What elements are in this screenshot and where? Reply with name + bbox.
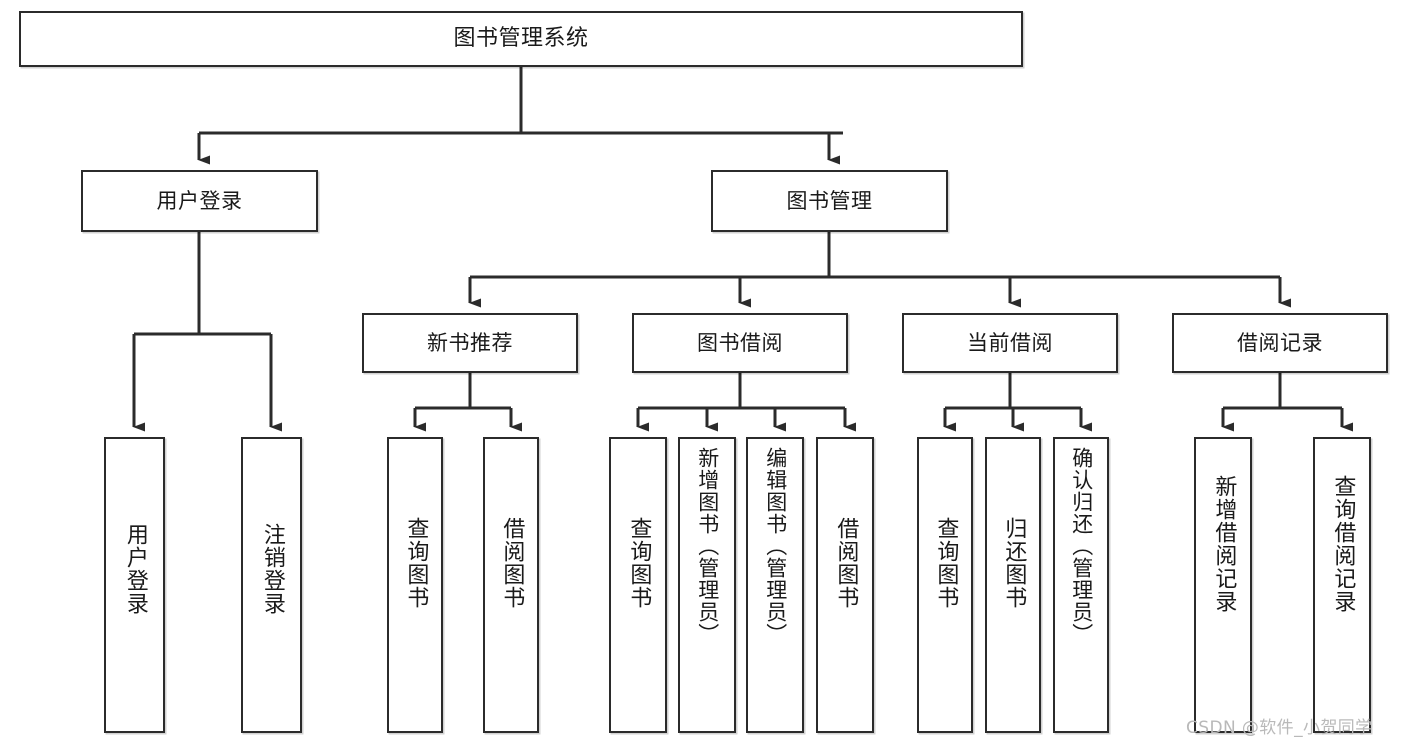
node-leaf-confirm-return-admin[interactable]: 确认归还（管理员） — [1053, 437, 1109, 733]
node-leaf-logout-login[interactable]: 注销登录 — [241, 437, 302, 733]
node-label: 查询图书 — [403, 517, 429, 609]
node-leaf-user-login[interactable]: 用户登录 — [104, 437, 165, 733]
node-user-login[interactable]: 用户登录 — [81, 170, 318, 232]
node-leaf-query-borrow-record[interactable]: 查询借阅记录 — [1313, 437, 1371, 733]
node-root-book-management-system[interactable]: 图书管理系统 — [19, 11, 1023, 67]
node-borrow-record[interactable]: 借阅记录 — [1172, 313, 1388, 373]
node-label: 注销登录 — [259, 523, 285, 615]
node-label: 查询图书 — [626, 517, 652, 609]
node-current-borrow[interactable]: 当前借阅 — [902, 313, 1118, 373]
node-leaf-query-book-borrow[interactable]: 查询图书 — [609, 437, 667, 733]
node-label: 新增图书（管理员） — [695, 447, 720, 645]
node-leaf-query-book-current[interactable]: 查询图书 — [917, 437, 973, 733]
node-label: 图书借阅 — [697, 330, 783, 355]
node-label: 当前借阅 — [967, 330, 1053, 355]
node-leaf-add-borrow-record[interactable]: 新增借阅记录 — [1194, 437, 1252, 733]
node-leaf-borrow-book-rec[interactable]: 借阅图书 — [483, 437, 539, 733]
node-label: 确认归还（管理员） — [1069, 447, 1094, 645]
node-leaf-edit-book-admin[interactable]: 编辑图书（管理员） — [746, 437, 804, 733]
node-label: 查询图书 — [933, 517, 959, 609]
node-leaf-query-book-rec[interactable]: 查询图书 — [387, 437, 443, 733]
node-label: 图书管理 — [786, 188, 873, 213]
node-leaf-return-book[interactable]: 归还图书 — [985, 437, 1041, 733]
node-new-book-recommend[interactable]: 新书推荐 — [362, 313, 578, 373]
node-label: 借阅记录 — [1237, 330, 1323, 355]
node-book-manage[interactable]: 图书管理 — [711, 170, 948, 232]
node-leaf-add-book-admin[interactable]: 新增图书（管理员） — [678, 437, 736, 733]
node-leaf-borrow-book[interactable]: 借阅图书 — [816, 437, 874, 733]
node-label: 编辑图书（管理员） — [763, 447, 788, 645]
node-label: 用户登录 — [156, 188, 243, 213]
node-label: 新增借阅记录 — [1211, 475, 1237, 613]
node-book-borrow[interactable]: 图书借阅 — [632, 313, 848, 373]
node-label: 借阅图书 — [499, 517, 525, 609]
node-label: 新书推荐 — [427, 330, 513, 355]
node-label: 用户登录 — [122, 523, 148, 615]
node-label: 借阅图书 — [833, 517, 859, 609]
node-label: 归还图书 — [1001, 517, 1027, 609]
node-label: 图书管理系统 — [453, 26, 589, 52]
node-label: 查询借阅记录 — [1330, 475, 1356, 613]
